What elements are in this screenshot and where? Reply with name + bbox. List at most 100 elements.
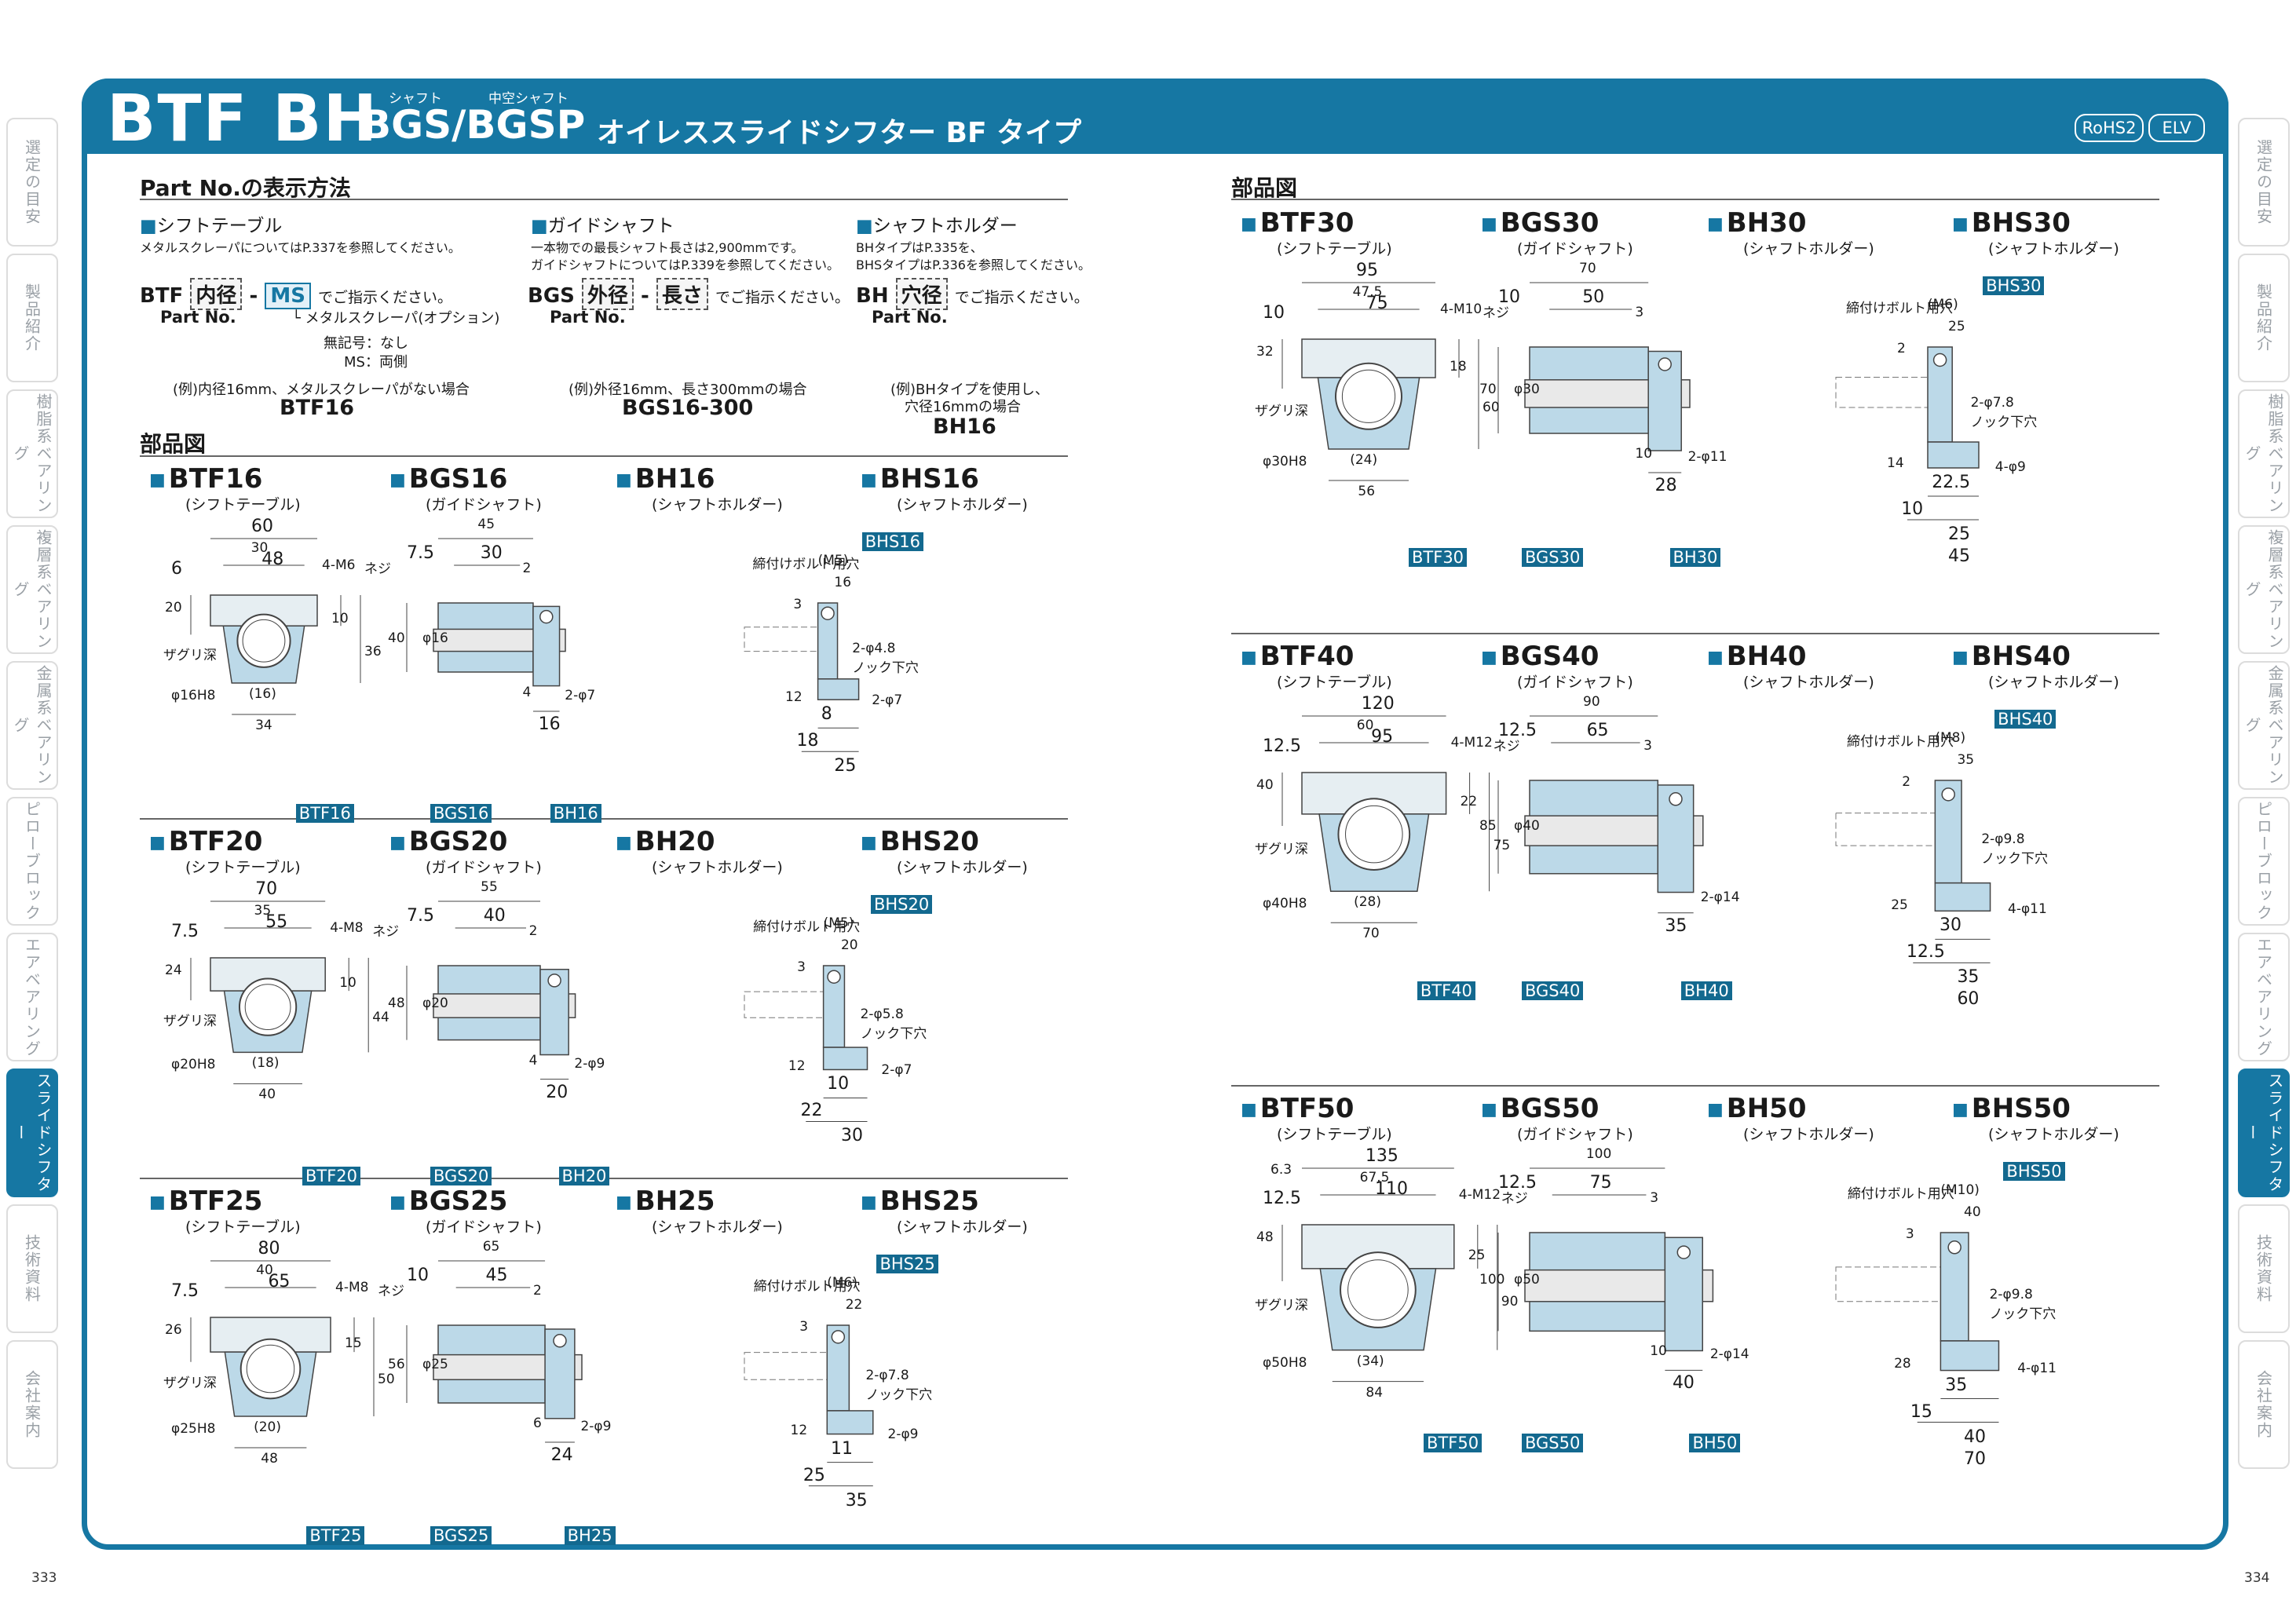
tag-btf: BTF50 <box>1424 1434 1483 1452</box>
btf-caption: (シフトテーブル) <box>185 1218 301 1236</box>
btf-bore-inner <box>242 619 286 663</box>
shift-table-heading: ■シフトテーブル <box>140 216 283 236</box>
side-tab-7[interactable]: エアベアリング <box>6 933 58 1061</box>
side-tab-10[interactable]: 会社案内 <box>2238 1340 2290 1469</box>
side-tab-7[interactable]: エアベアリング <box>2238 933 2290 1061</box>
guide-shaft-heading: ■ガイドシャフト <box>531 216 675 236</box>
side-tab-6[interactable]: ピローブロック <box>2238 797 2290 926</box>
tag-bhs: BHS50 <box>2003 1162 2065 1181</box>
dim-bh-hole: 2-φ14 <box>1709 1346 1749 1363</box>
dim-inner-width: 75 <box>1366 294 1388 313</box>
dim-bhs-45: 70 <box>1964 1448 1987 1469</box>
part-code: BHS30 <box>1971 207 2071 239</box>
divider <box>1231 1085 2159 1087</box>
btf-caption: (シフトテーブル) <box>1277 674 1392 691</box>
dim-bhs-16: 20 <box>840 937 858 953</box>
side-tab-8[interactable]: スライドシフター <box>6 1069 58 1197</box>
page-number-left: 333 <box>31 1570 57 1586</box>
dim-bgs-length: 90 <box>1583 694 1600 710</box>
side-tab-3[interactable]: 樹脂系ベアリング <box>6 389 58 518</box>
side-tab-3[interactable]: 樹脂系ベアリング <box>2238 389 2290 518</box>
dim-bhs-3: 3 <box>797 959 806 975</box>
part-code: BGS20 <box>408 826 508 857</box>
bhs-base <box>1934 882 1991 912</box>
bullet-icon: ■ <box>616 833 632 853</box>
bh-20-heading: ■BH20 <box>616 826 715 857</box>
dim-bracket: (24) <box>1350 452 1378 468</box>
tag-bgs: BGS16 <box>430 804 492 823</box>
dim-side: 7.5 <box>171 1281 199 1301</box>
bh-screw-icon <box>547 974 561 988</box>
side-tab-2[interactable]: 製品紹介 <box>2238 254 2290 382</box>
side-tab-6[interactable]: ピローブロック <box>6 797 58 926</box>
dim-bgs-diameter: φ40 <box>1514 817 1540 834</box>
btf-40-heading: ■BTF40 <box>1241 641 1354 672</box>
dim-bore: φ16H8 <box>171 688 216 703</box>
btf-caption: (シフトテーブル) <box>1277 240 1392 258</box>
dim-tap: 4-M6 <box>322 557 356 573</box>
side-tab-10[interactable]: 会社案内 <box>6 1340 58 1469</box>
side-tab-4[interactable]: 複層系ベアリング <box>2238 525 2290 654</box>
dim-bh-hole: 2-φ14 <box>1700 889 1740 905</box>
btf-bore-inner <box>246 1344 295 1394</box>
dim-bhs-8: 22.5 <box>1932 473 1971 492</box>
dim-inner-width: 65 <box>268 1272 291 1291</box>
dim-side: 7.5 <box>171 922 199 941</box>
knock-label: ノック下穴 <box>1981 851 2048 868</box>
bullet-icon: ■ <box>389 470 406 490</box>
dim-bhs-25: 30 <box>840 1126 863 1146</box>
btf-caption: (シフトテーブル) <box>185 859 301 876</box>
bullet-icon: ■ <box>1481 214 1497 234</box>
dim-bhs-bolt: (M6) <box>1928 297 1958 312</box>
dim-inner-width: 110 <box>1375 1179 1409 1199</box>
dim-bgs-height: 70 <box>1479 382 1497 397</box>
side-tab-4[interactable]: 複層系ベアリング <box>6 525 58 654</box>
side-tab-5[interactable]: 金属系ベアリング <box>2238 661 2290 790</box>
part-code: BH16 <box>634 463 715 495</box>
bh-screw-icon <box>1669 792 1683 806</box>
btf-bore <box>1340 1251 1417 1328</box>
dim-bhs-bolt: (M5) <box>823 915 854 931</box>
dim-h10: 10 <box>331 611 349 627</box>
tag-bhs: BHS40 <box>1994 710 2057 729</box>
zaguri-label: ザグリ深 <box>163 1375 217 1392</box>
dim-bore: φ30H8 <box>1263 454 1307 469</box>
bolt-hole-label: 締付けボルト用穴 <box>753 919 861 935</box>
dim-total-width: 95 <box>1356 261 1378 280</box>
dim-bhs-45: 60 <box>1957 989 1980 1010</box>
dim-bracket: (20) <box>254 1419 281 1435</box>
zaguri-label: ザグリ深 <box>1255 842 1308 858</box>
dim-bhs-12: 25 <box>1891 897 1908 913</box>
side-tab-1[interactable]: 選定の目安 <box>6 118 58 247</box>
dim-bgs-side: 12.5 <box>1498 721 1537 740</box>
side-tab-5[interactable]: 金属系ベアリング <box>6 661 58 790</box>
part-code: BTF20 <box>168 826 263 857</box>
knock-label: ノック下穴 <box>1989 1306 2057 1322</box>
dim-h-total: 50 <box>378 1372 395 1388</box>
side-tab-1[interactable]: 選定の目安 <box>2238 118 2290 247</box>
dim-side: 12.5 <box>1263 736 1301 756</box>
side-tab-9[interactable]: 技術資料 <box>2238 1204 2290 1333</box>
dim-bgs-height: 100 <box>1479 1272 1505 1288</box>
dim-bgs-diameter: φ50 <box>1514 1272 1540 1288</box>
dim-top-height: 40 <box>1256 777 1274 793</box>
side-tab-9[interactable]: 技術資料 <box>6 1204 58 1333</box>
dim-h-total: 75 <box>1493 838 1511 854</box>
dim-bhs-16: 40 <box>1964 1204 1981 1220</box>
btf-bore <box>239 1338 302 1400</box>
dim-bhs-8: 11 <box>830 1438 853 1459</box>
dim-bhs-3: 3 <box>799 1319 809 1335</box>
bgs-code: BGS 外径 - 長さ でご指示ください。 <box>528 278 850 310</box>
scraper-opt1: 無記号：なし <box>324 335 408 352</box>
dim-top-height: 32 <box>1256 344 1274 360</box>
side-tab-8[interactable]: スライドシフター <box>2238 1069 2290 1197</box>
bgs-caption: (ガイドシャフト) <box>426 496 542 513</box>
bhs-screw-icon <box>1932 353 1947 367</box>
side-tab-2[interactable]: 製品紹介 <box>6 254 58 382</box>
dim-bhs-3: 3 <box>793 597 803 612</box>
dim-bh-4: 10 <box>1635 446 1653 462</box>
dim-bhs-45: 45 <box>1948 546 1970 566</box>
parts-title-right: 部品図 <box>1231 175 1298 201</box>
dim-bottom: 34 <box>255 718 272 733</box>
btf-bore-inner <box>244 984 291 1031</box>
